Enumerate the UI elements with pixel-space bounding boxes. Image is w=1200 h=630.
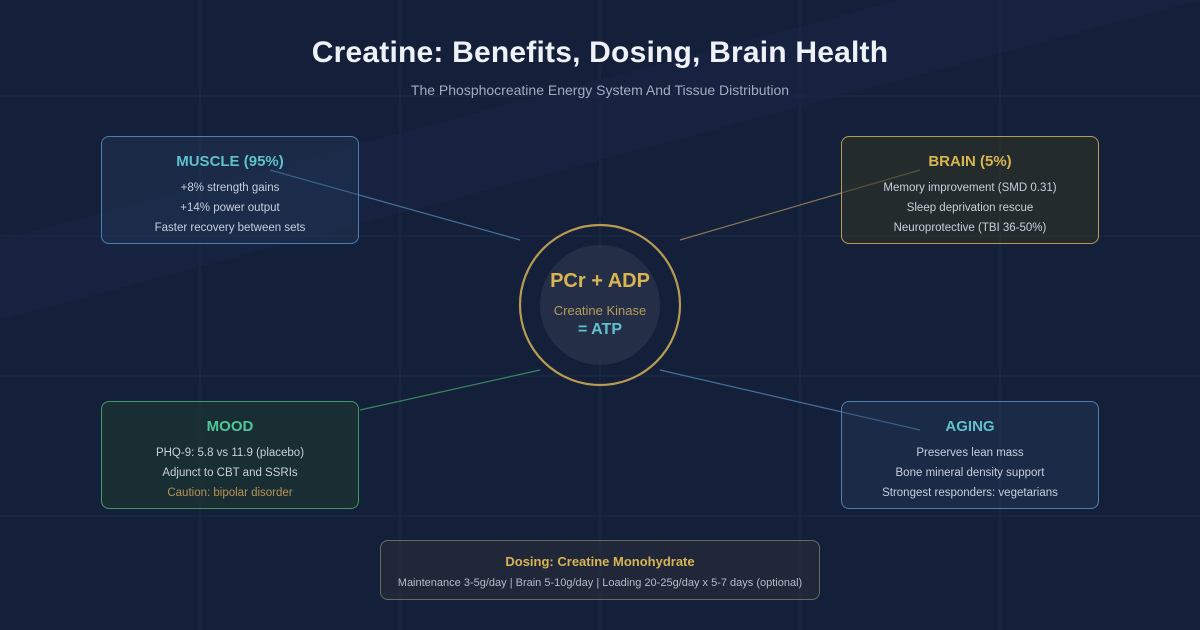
card-brain-line: Sleep deprivation rescue	[906, 202, 1034, 214]
card-muscle-line: +8% strength gains	[180, 182, 280, 194]
card-mood: MOOD PHQ-9: 5.8 vs 11.9 (placebo) Adjunc…	[101, 401, 359, 509]
dosing-heading: Dosing: Creatine Monohydrate	[505, 554, 695, 569]
card-brain: BRAIN (5%) Memory improvement (SMD 0.31)…	[841, 136, 1099, 244]
background-diagonal-band	[0, 0, 1200, 320]
card-muscle-line: Faster recovery between sets	[154, 222, 306, 234]
page-title: Creatine: Benefits, Dosing, Brain Health	[311, 36, 889, 69]
card-brain-line: Neuroprotective (TBI 36-50%)	[893, 222, 1047, 234]
page-subtitle: The Phosphocreatine Energy System And Ti…	[410, 82, 790, 98]
card-aging-heading: AGING	[945, 418, 995, 435]
card-aging: AGING Preserves lean mass Bone mineral d…	[841, 401, 1099, 509]
card-brain-line: Memory improvement (SMD 0.31)	[883, 182, 1057, 194]
card-mood-line: PHQ-9: 5.8 vs 11.9 (placebo)	[155, 447, 305, 459]
card-brain-heading: BRAIN (5%)	[928, 153, 1012, 170]
connector-muscle	[269, 169, 521, 241]
card-muscle-line: +14% power output	[180, 202, 280, 214]
card-mood-line: Adjunct to CBT and SSRIs	[162, 467, 298, 479]
card-muscle: MUSCLE (95%) +8% strength gains +14% pow…	[101, 136, 359, 244]
center-enzyme: Creatine Kinase	[553, 303, 647, 318]
card-mood-caution: Caution: bipolar disorder	[167, 487, 293, 499]
connector-mood	[359, 369, 541, 411]
center-hub-ring	[518, 223, 682, 387]
card-aging-line: Strongest responders: vegetarians	[882, 487, 1058, 499]
connector-aging	[659, 369, 921, 431]
card-mood-heading: MOOD	[206, 418, 254, 435]
card-aging-line: Preserves lean mass	[916, 447, 1024, 459]
dosing-detail: Maintenance 3-5g/day | Brain 5-10g/day |…	[397, 577, 803, 589]
center-hub-inner	[540, 245, 660, 365]
card-muscle-heading: MUSCLE (95%)	[176, 153, 284, 170]
dosing-box: Dosing: Creatine Monohydrate Maintenance…	[380, 540, 820, 600]
center-reaction: PCr + ADP	[550, 270, 650, 292]
center-result: = ATP	[577, 321, 622, 338]
card-aging-line: Bone mineral density support	[895, 467, 1045, 479]
